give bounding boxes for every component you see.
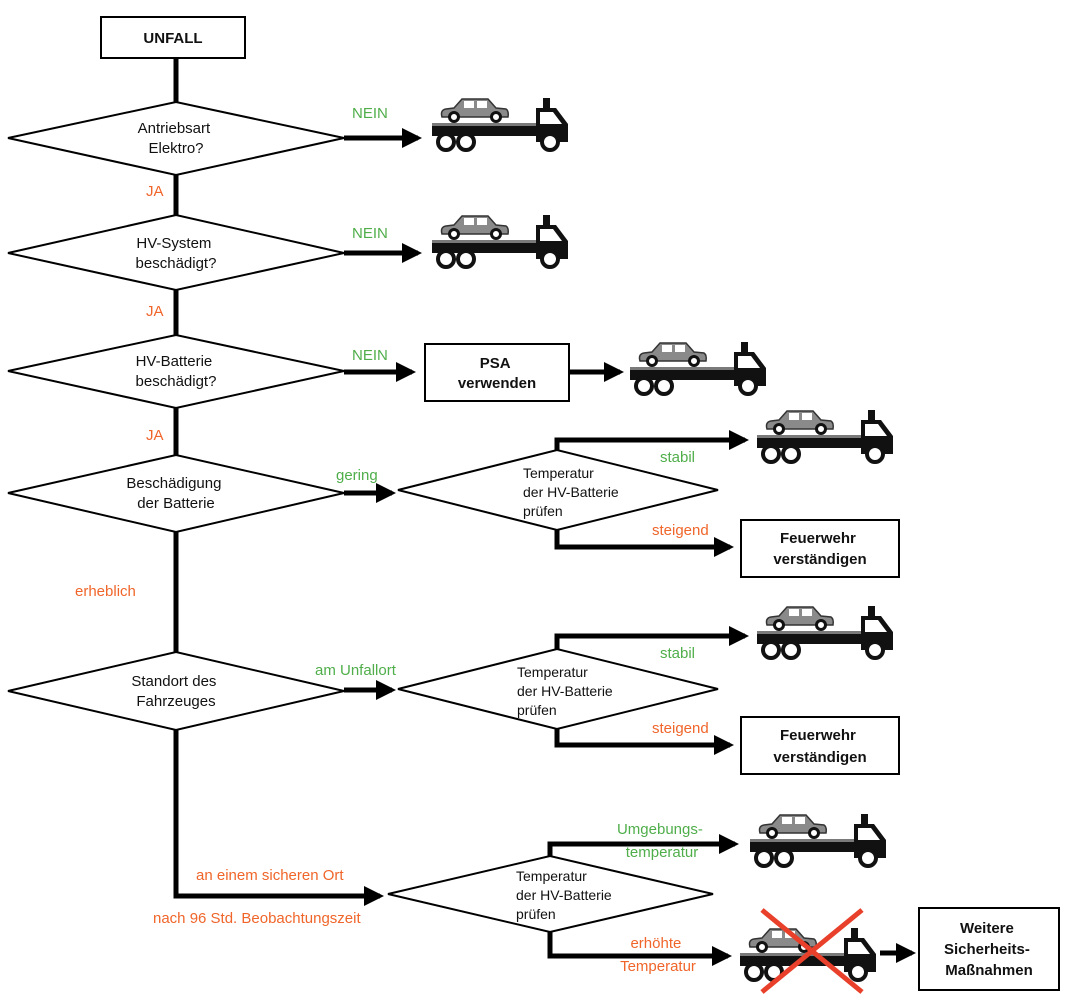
start-label: UNFALL: [143, 30, 202, 47]
label-stabil-1: stabil: [660, 449, 695, 466]
feuerwehr-box-2-line2: verständigen: [773, 749, 866, 766]
decision-temperatur-1-line2: der HV-Batterie: [523, 484, 619, 500]
weitere-box-line2: Sicherheits-: [944, 941, 1030, 958]
svg-text:Antriebsart Elektro?: Antriebsart Elektro?: [138, 120, 215, 157]
feuerwehr-box-2-line1: Feuerwehr: [780, 727, 856, 744]
decision-hv-batterie-line1: HV-Batterie: [136, 353, 213, 370]
svg-text:erhöhte Temperatur: erhöhte Temperatur: [620, 935, 696, 975]
tow-truck-icon: [430, 213, 570, 269]
label-am-unfallort: am Unfallort: [315, 662, 397, 679]
svg-text:Temperatur der HV-Batterie: Temperatur der HV-Batterie prüfen: [523, 465, 623, 519]
tow-truck-icon: [755, 408, 895, 464]
decision-standort: [7, 650, 345, 732]
label-steigend-2: steigend: [652, 720, 709, 737]
weitere-box-line1: Weitere: [960, 920, 1014, 937]
svg-text:Temperatur der HV-Batterie: Temperatur der HV-Batterie prüfen: [517, 664, 617, 718]
svg-text:Feuerwehr verständigen: Feuerwehr verständigen: [773, 727, 866, 766]
decision-hv-system: [7, 213, 345, 292]
feuerwehr-box-1-line1: Feuerwehr: [780, 530, 856, 547]
decision-temperatur-2-line1: Temperatur: [517, 664, 588, 680]
arrow-steigend-1: [554, 530, 734, 557]
decision-hv-batterie-line2: beschädigt?: [136, 373, 217, 390]
decision-temperatur-1-line1: Temperatur: [523, 465, 594, 481]
decision-beschaedigung-line2: der Batterie: [137, 495, 215, 512]
decision-hv-system-line2: beschädigt?: [136, 255, 217, 272]
decision-hv-batterie: [7, 333, 345, 410]
label-umgebung-line2: temperatur: [626, 844, 699, 861]
label-ja-2: JA: [146, 303, 164, 320]
decision-temperatur-3-line3: prüfen: [516, 906, 556, 922]
arrow-stabil-1: [554, 430, 749, 450]
decision-temperatur-3-line2: der HV-Batterie: [516, 887, 612, 903]
svg-text:Feuerwehr verständigen: Feuerwehr verständigen: [773, 530, 866, 568]
label-steigend-1: steigend: [652, 522, 709, 539]
weitere-box: [918, 907, 1060, 991]
arrow-steigend-2: [554, 729, 734, 755]
decision-temperatur-1: [397, 448, 719, 532]
psa-box: [424, 343, 570, 402]
decision-temperatur-1-line3: prüfen: [523, 503, 563, 519]
decision-hv-system-line1: HV-System: [136, 235, 211, 252]
decision-standort-line2: Fahrzeuges: [136, 693, 215, 710]
label-umgebung-line1: Umgebungs-: [617, 821, 703, 838]
tow-truck-icon: [628, 340, 768, 396]
label-nein-2: NEIN: [352, 225, 388, 242]
svg-text:PSA verwenden: PSA verwenden: [458, 355, 536, 392]
label-nein-1: NEIN: [352, 105, 388, 122]
label-nein-3: NEIN: [352, 347, 388, 364]
label-erheblich: erheblich: [75, 583, 136, 600]
decision-temperatur-2-line2: der HV-Batterie: [517, 683, 613, 699]
tow-truck-icon: [755, 604, 895, 660]
feuerwehr-box-2: [740, 716, 900, 775]
svg-text:HV-Batterie beschädigt?: HV-Batterie beschädigt?: [136, 353, 217, 390]
decision-standort-line1: Standort des: [131, 673, 216, 690]
decision-temperatur-2-line3: prüfen: [517, 702, 557, 718]
decision-temperatur-2: [397, 647, 719, 731]
decision-antriebsart: [7, 100, 345, 177]
svg-text:Beschädigung der Batterie: Beschädigung der Batterie: [126, 475, 225, 512]
label-stabil-2: stabil: [660, 645, 695, 662]
decision-antriebsart-line2: Elektro?: [148, 140, 203, 157]
arrow-umgebung: [547, 834, 739, 856]
label-ja-3: JA: [146, 427, 164, 444]
label-sicherer-ort: an einem sicheren Ort: [196, 867, 344, 884]
feuerwehr-box-1: [740, 519, 900, 578]
psa-box-line1: PSA: [480, 355, 511, 372]
decision-beschaedigung-line1: Beschädigung: [126, 475, 221, 492]
svg-text:Standort des Fahrzeuges: Standort des Fahrzeuges: [131, 673, 220, 710]
start-box: [100, 16, 246, 59]
svg-text:HV-System beschädigt?: HV-System beschädigt?: [136, 235, 217, 272]
svg-text:Temperatur der HV-Batterie: Temperatur der HV-Batterie prüfen: [516, 868, 616, 922]
feuerwehr-box-1-line2: verständigen: [773, 551, 866, 568]
arrow-erhoehte: [547, 932, 732, 966]
svg-text:Umgebungs- temperatur: Umgebungs- temperatur: [617, 821, 707, 861]
weitere-box-line3: Maßnahmen: [945, 962, 1033, 979]
tow-truck-icon: [430, 96, 570, 152]
spine-line: [173, 730, 384, 906]
red-cross-icon: [760, 908, 864, 994]
svg-text:Weitere Sicherheits- M: Weitere Sicherheits- Maßnahmen: [944, 920, 1034, 979]
label-erhoehte-line1: erhöhte: [630, 935, 681, 952]
tow-truck-icon: [748, 812, 888, 868]
decision-beschaedigung: [7, 453, 345, 534]
arrow-stabil-2: [554, 626, 749, 649]
label-erhoehte-line2: Temperatur: [620, 958, 696, 975]
label-ja-1: JA: [146, 183, 164, 200]
decision-temperatur-3: [387, 854, 714, 934]
decision-temperatur-3-line1: Temperatur: [516, 868, 587, 884]
decision-antriebsart-line1: Antriebsart: [138, 120, 211, 137]
psa-box-line2: verwenden: [458, 375, 536, 392]
label-beobachtung: nach 96 Std. Beobachtungszeit: [153, 910, 361, 927]
label-gering: gering: [336, 467, 378, 484]
